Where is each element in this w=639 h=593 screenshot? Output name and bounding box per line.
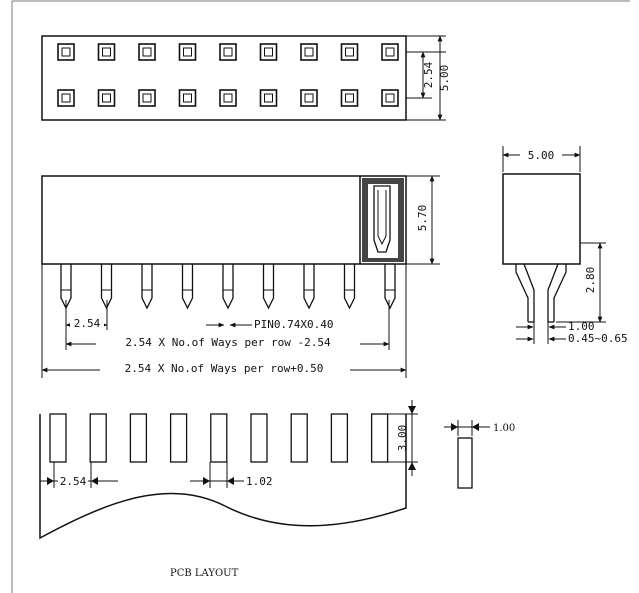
side-pin — [141, 264, 153, 310]
side-pin — [343, 264, 356, 310]
pcb-slot — [89, 413, 107, 463]
pcb-slot — [210, 413, 228, 463]
pin-square — [340, 43, 359, 61]
pcb-dim-pad-width-a-label: 1.02 — [246, 475, 273, 488]
pin-square — [219, 43, 237, 61]
end-view-body — [502, 173, 581, 265]
pcb-layout: 3.00 2.54 1.02 1.00 PCB LAYOUT — [39, 400, 515, 579]
end-dim-width-label: 5.00 — [528, 149, 555, 162]
side-dim-pitch-label: 2.54 — [74, 317, 101, 330]
pin-square — [57, 89, 75, 107]
pin-square — [300, 89, 318, 107]
top-view-pins — [57, 43, 399, 107]
pin-square — [178, 43, 197, 61]
side-view-pins — [60, 264, 396, 310]
side-formula-outer: 2.54 X No.of Ways per row+0.50 — [125, 362, 324, 375]
top-view-body — [41, 35, 407, 121]
end-view-leg-right — [553, 264, 567, 322]
pin-square — [381, 89, 399, 107]
pin-size-label: PIN0.74X0.40 — [254, 318, 333, 331]
side-pin — [384, 264, 396, 310]
side-dim-height-label: 5.70 — [416, 205, 429, 232]
pin-square — [97, 89, 116, 107]
pcb-slot — [330, 413, 349, 463]
pin-square — [381, 43, 399, 61]
pcb-layout-title: PCB LAYOUT — [170, 568, 239, 579]
side-formula-inner: 2.54 X No.of Ways per row -2.54 — [125, 336, 331, 349]
end-view-leg-left — [515, 264, 529, 322]
pcb-dim-pad-width-b-label: 1.00 — [493, 423, 515, 434]
end-dim-pin-length-label: 2.80 — [584, 267, 597, 294]
pin-square — [259, 43, 278, 61]
pin-square — [97, 43, 116, 61]
side-pin — [262, 264, 275, 310]
pcb-slot — [49, 413, 67, 463]
side-pin — [222, 264, 234, 310]
pcb-slot — [290, 413, 308, 463]
pcb-slot — [169, 413, 188, 463]
pin-square — [300, 43, 318, 61]
pin-square — [259, 89, 278, 107]
top-dim-pitch-label: 2.54 — [422, 61, 435, 88]
pin-square — [138, 89, 156, 107]
end-dim-pin-width-label: 1.00 — [568, 320, 595, 333]
pcb-slots — [49, 413, 389, 463]
end-view: 5.00 2.80 1.00 0.45~0.65 — [502, 146, 628, 345]
side-pin — [181, 264, 194, 310]
end-dim-pin-thickness-label: 0.45~0.65 — [568, 332, 628, 345]
pin-square — [219, 89, 237, 107]
top-view: 2.54 5.00 — [41, 35, 451, 121]
pcb-slot — [250, 413, 268, 463]
side-view-body — [41, 175, 407, 265]
pin-square — [178, 89, 197, 107]
pcb-single-pad — [457, 437, 473, 489]
pcb-dim-pad-length-label: 3.00 — [396, 425, 409, 452]
top-dim-width-label: 5.00 — [438, 65, 451, 92]
pcb-slot — [129, 413, 148, 463]
pcb-board-outline — [39, 414, 407, 540]
pcb-dim-pitch-label: 2.54 — [60, 475, 87, 488]
side-view: 5.70 2.54 PIN0.74X0.40 2.54 X No.of Ways… — [41, 175, 440, 378]
pin-square — [340, 89, 359, 107]
side-pin — [303, 264, 315, 310]
pin-square — [138, 43, 156, 61]
contact-spring — [373, 185, 391, 253]
pin-square — [57, 43, 75, 61]
pcb-slot — [370, 413, 389, 463]
